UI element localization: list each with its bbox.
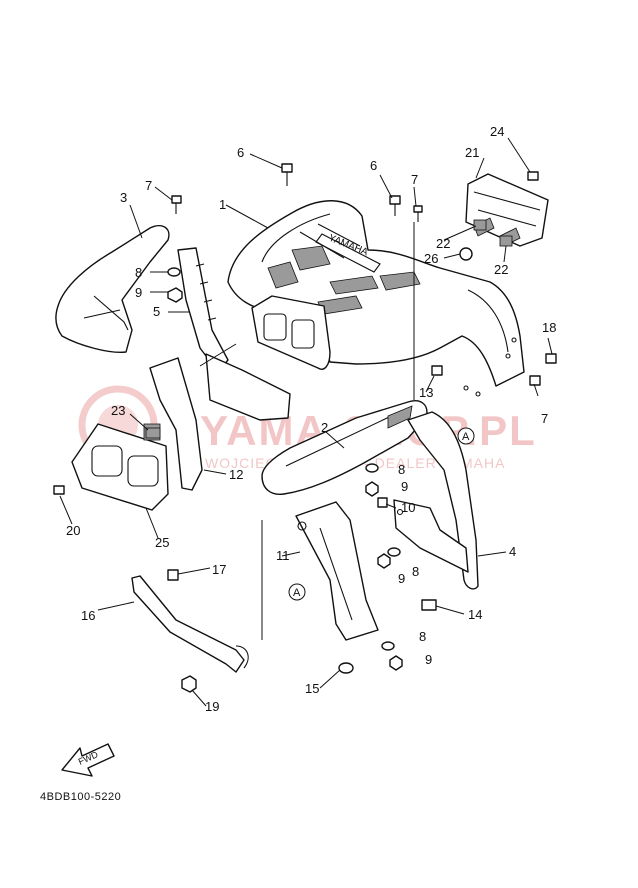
hardware bbox=[53, 163, 557, 693]
callout-8c: 8 bbox=[412, 564, 419, 579]
callout-17: 17 bbox=[212, 562, 226, 577]
callout-9a: 9 bbox=[135, 285, 142, 300]
callout-3: 3 bbox=[120, 190, 127, 205]
front-fender: YAMAHA bbox=[227, 200, 525, 397]
callout-5: 5 bbox=[153, 304, 160, 319]
callout-21: 21 bbox=[465, 145, 479, 160]
callout-22b: 22 bbox=[494, 262, 508, 277]
bolt-10 bbox=[377, 497, 388, 508]
callout-1: 1 bbox=[219, 197, 226, 212]
clip-22a bbox=[473, 219, 487, 231]
callout-22a: 22 bbox=[436, 236, 450, 251]
callout-11: 11 bbox=[276, 548, 290, 563]
bolt-17 bbox=[167, 569, 179, 581]
front-splash-panel bbox=[261, 400, 428, 495]
svg-text:A: A bbox=[462, 431, 470, 443]
callout-6a: 6 bbox=[237, 145, 244, 160]
nut-9c bbox=[377, 553, 391, 569]
screw-18 bbox=[545, 353, 557, 364]
grommet-26 bbox=[459, 247, 473, 261]
headlight-21 bbox=[465, 173, 549, 247]
callout-25: 25 bbox=[155, 535, 169, 550]
screw-20 bbox=[53, 485, 65, 495]
callout-8d: 8 bbox=[419, 629, 426, 644]
screw-24 bbox=[527, 171, 539, 181]
callout-14: 14 bbox=[468, 607, 482, 622]
nut-19 bbox=[181, 675, 197, 693]
callout-9b: 9 bbox=[401, 479, 408, 494]
callout-9d: 9 bbox=[425, 652, 432, 667]
nut-9b bbox=[365, 481, 379, 497]
clip-22b bbox=[499, 235, 513, 247]
callout-13: 13 bbox=[419, 385, 433, 400]
bolt-13 bbox=[431, 365, 443, 376]
stay-11 bbox=[295, 501, 379, 641]
callout-7a: 7 bbox=[145, 178, 152, 193]
callout-2: 2 bbox=[321, 420, 328, 435]
callout-4: 4 bbox=[509, 544, 516, 559]
callout-18: 18 bbox=[542, 320, 556, 335]
leader-lines bbox=[59, 137, 553, 707]
washer-8c bbox=[387, 547, 401, 557]
ref-a-2: A bbox=[288, 583, 306, 601]
callout-19: 19 bbox=[205, 699, 219, 714]
svg-text:A: A bbox=[293, 587, 301, 599]
callout-12: 12 bbox=[229, 467, 243, 482]
callout-10: 10 bbox=[401, 500, 415, 515]
callout-20: 20 bbox=[66, 523, 80, 538]
screw-7b bbox=[413, 205, 423, 222]
fwd-arrow: FWD bbox=[61, 743, 115, 777]
washer-8d bbox=[381, 641, 395, 651]
part-code: 4BDB100-5220 bbox=[40, 791, 121, 803]
nut-9d bbox=[389, 655, 403, 671]
side-shield-12 bbox=[149, 353, 291, 491]
ref-a-1: A bbox=[457, 427, 475, 445]
nut-9a bbox=[167, 287, 183, 303]
callout-8a: 8 bbox=[135, 265, 142, 280]
bolt-14 bbox=[421, 599, 437, 611]
callout-15: 15 bbox=[305, 681, 319, 696]
stay-16 bbox=[131, 575, 249, 673]
callout-23: 23 bbox=[111, 403, 125, 418]
callout-9c: 9 bbox=[398, 571, 405, 586]
callout-7b: 7 bbox=[411, 172, 418, 187]
clip-23 bbox=[145, 427, 161, 439]
right-fender-flap bbox=[393, 411, 479, 590]
bolt-6b bbox=[389, 195, 401, 216]
callout-7c: 7 bbox=[541, 411, 548, 426]
bolt-6a bbox=[281, 163, 293, 186]
callouts: 1 2 3 4 5 6 6 7 7 7 8 8 8 8 9 9 9 9 10 1… bbox=[66, 124, 556, 714]
callout-8b: 8 bbox=[398, 462, 405, 477]
washer-15 bbox=[338, 662, 354, 674]
callout-26: 26 bbox=[424, 251, 438, 266]
callout-24: 24 bbox=[490, 124, 504, 139]
bolt-7c bbox=[529, 375, 541, 386]
left-side-cover bbox=[55, 224, 170, 354]
washer-8a bbox=[167, 267, 181, 277]
bolt-7a bbox=[171, 195, 182, 214]
callout-16: 16 bbox=[81, 608, 95, 623]
callout-6b: 6 bbox=[370, 158, 377, 173]
washer-8b bbox=[365, 463, 379, 473]
